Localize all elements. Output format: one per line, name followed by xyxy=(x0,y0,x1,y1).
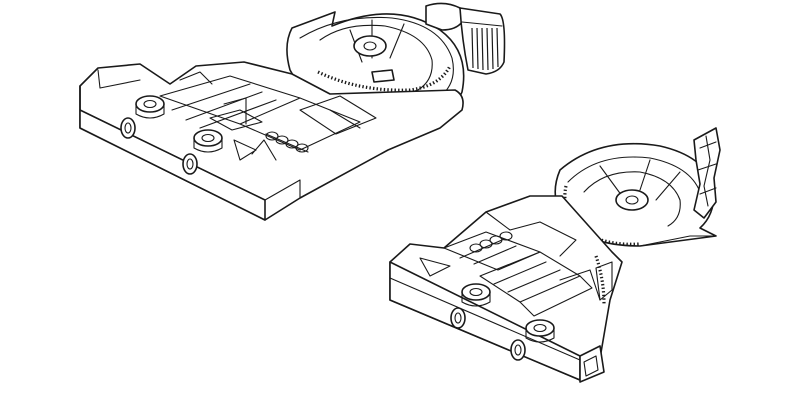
left-front-hole-1 xyxy=(120,117,136,139)
right-internal-ribs xyxy=(419,211,613,317)
left-adjust-knob xyxy=(425,2,506,75)
left-bracket xyxy=(79,2,506,221)
left-screw-hole-1 xyxy=(135,95,165,113)
left-screw-hole-2 xyxy=(193,129,223,147)
right-bracket xyxy=(389,127,721,383)
right-side-clip xyxy=(693,127,721,219)
left-rotary-adjuster xyxy=(286,11,465,113)
right-front-holes xyxy=(450,307,526,361)
right-rotary-adjuster xyxy=(554,143,717,247)
right-screw-holes xyxy=(461,283,555,343)
right-spring-detail xyxy=(469,231,513,253)
right-center-hub xyxy=(615,189,649,211)
right-screw-hole-2 xyxy=(525,319,555,337)
left-front-rail xyxy=(79,85,266,221)
right-gear-teeth xyxy=(594,255,606,305)
right-front-hole-1 xyxy=(450,307,466,329)
left-internal-ribs xyxy=(159,71,377,161)
right-front-hole-2 xyxy=(510,339,526,361)
left-front-hole-2 xyxy=(182,153,198,175)
right-screw-hole-1 xyxy=(461,283,491,301)
left-screw-holes xyxy=(135,95,223,153)
left-center-hub xyxy=(353,35,387,57)
left-front-holes xyxy=(120,117,198,175)
left-spring-detail xyxy=(265,131,309,153)
